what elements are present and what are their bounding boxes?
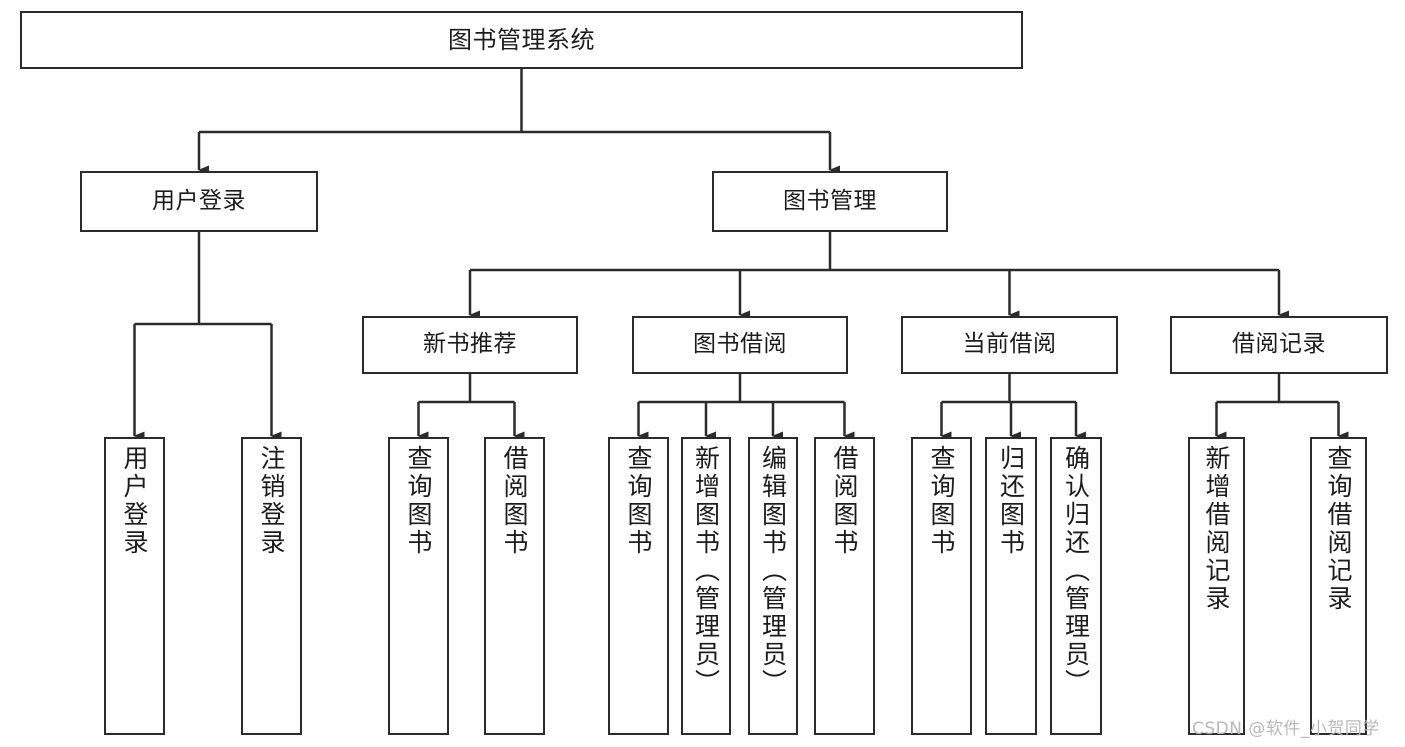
node-leaf13[interactable]: 查询借阅记录 — [1310, 437, 1367, 735]
node-leaf3[interactable]: 查询图书 — [388, 437, 449, 735]
node-login[interactable]: 用户登录 — [80, 171, 318, 232]
node-label-newbooks: 新书推荐 — [423, 331, 517, 358]
node-label-records: 借阅记录 — [1232, 331, 1326, 358]
node-label-leaf5: 查询图书 — [624, 445, 653, 557]
node-leaf10[interactable]: 归还图书 — [985, 437, 1037, 735]
node-label-leaf7: 编辑图书（管理员） — [758, 445, 788, 697]
node-bookmgmt[interactable]: 图书管理 — [712, 171, 948, 232]
node-label-leaf6: 新增图书（管理员） — [691, 445, 721, 697]
node-root[interactable]: 图书管理系统 — [20, 11, 1023, 69]
node-label-root: 图书管理系统 — [448, 25, 595, 54]
node-label-leaf8: 借阅图书 — [830, 445, 859, 557]
node-label-leaf2: 注销登录 — [257, 445, 286, 557]
node-label-borrow: 图书借阅 — [693, 331, 787, 358]
node-borrow[interactable]: 图书借阅 — [632, 316, 848, 374]
node-leaf2[interactable]: 注销登录 — [241, 437, 302, 735]
node-leaf8[interactable]: 借阅图书 — [814, 437, 875, 735]
node-leaf11[interactable]: 确认归还（管理员） — [1050, 437, 1102, 735]
node-current[interactable]: 当前借阅 — [901, 316, 1118, 374]
node-label-leaf1: 用户登录 — [120, 445, 149, 557]
csdn-watermark: CSDN @软件_小贺同学 — [1192, 719, 1380, 739]
node-leaf5[interactable]: 查询图书 — [608, 437, 669, 735]
node-label-leaf13: 查询借阅记录 — [1324, 445, 1353, 613]
node-leaf12[interactable]: 新增借阅记录 — [1188, 437, 1245, 735]
node-leaf7[interactable]: 编辑图书（管理员） — [748, 437, 798, 735]
node-label-leaf11: 确认归还（管理员） — [1061, 445, 1091, 697]
node-records[interactable]: 借阅记录 — [1170, 316, 1388, 374]
node-label-leaf10: 归还图书 — [996, 445, 1026, 557]
node-label-login: 用户登录 — [152, 187, 246, 214]
node-leaf6[interactable]: 新增图书（管理员） — [681, 437, 731, 735]
node-label-leaf4: 借阅图书 — [500, 445, 529, 557]
node-leaf4[interactable]: 借阅图书 — [484, 437, 545, 735]
node-label-leaf3: 查询图书 — [404, 445, 433, 557]
node-newbooks[interactable]: 新书推荐 — [362, 316, 578, 374]
node-label-leaf9: 查询图书 — [927, 445, 956, 557]
node-label-leaf12: 新增借阅记录 — [1202, 445, 1231, 613]
node-label-current: 当前借阅 — [962, 331, 1057, 358]
node-label-bookmgmt: 图书管理 — [783, 187, 877, 214]
node-leaf9[interactable]: 查询图书 — [911, 437, 972, 735]
node-leaf1[interactable]: 用户登录 — [104, 437, 165, 735]
